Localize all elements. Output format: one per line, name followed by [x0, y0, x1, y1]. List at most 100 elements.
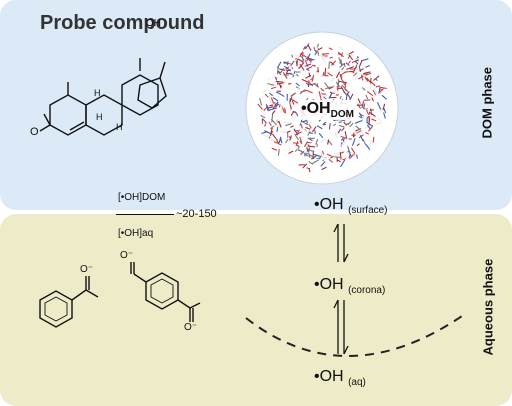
particle-bond [321, 150, 325, 155]
particle-bond [308, 124, 312, 129]
particle-bond [370, 81, 376, 87]
particle-bond [359, 68, 364, 72]
particle-bond [276, 139, 280, 144]
particle-bond [305, 126, 311, 130]
dom-phase-label: DOM phase [479, 66, 495, 139]
particle-bond [296, 144, 300, 148]
particle-bond [366, 115, 371, 119]
particle-bond [307, 130, 311, 136]
particle-bond [377, 88, 384, 94]
particle-bond [271, 147, 278, 151]
particle-bond [279, 68, 285, 74]
particle-bond [280, 106, 283, 113]
particle-bond [362, 138, 366, 145]
particle-bond [322, 57, 327, 64]
particle-bond [308, 167, 311, 173]
particle-bond [366, 90, 374, 97]
particle-bond [268, 106, 274, 109]
steroid-oh-label: OH [146, 18, 161, 29]
particle-bond [308, 154, 316, 159]
particle-bond [320, 161, 326, 167]
particle-bond [327, 84, 335, 90]
particle-bond [339, 80, 347, 84]
particle-bond [311, 74, 315, 82]
particle-bond [288, 82, 292, 85]
particle-bond [283, 120, 290, 124]
particle-bond [277, 143, 280, 149]
particle-bond [340, 135, 348, 140]
particle-bond [340, 138, 346, 141]
particle-bond [282, 128, 288, 134]
particle-bond [307, 145, 316, 148]
particle-bond [339, 46, 345, 51]
particle-bond [305, 82, 310, 86]
particle-bond [278, 120, 282, 128]
particle-bond [372, 89, 377, 96]
particle-bond [382, 103, 386, 111]
particle-bond [365, 131, 369, 135]
particle-bond [305, 89, 313, 94]
particle-bond [290, 100, 293, 105]
particle-bond [348, 153, 355, 160]
particle-bond [283, 62, 291, 65]
particle-bond [355, 61, 359, 65]
particle-bond [268, 121, 272, 126]
particle-bond [354, 119, 363, 124]
particle-bond [371, 97, 375, 102]
equilibrium-arrow-upper [333, 223, 349, 263]
oh-corona-subscript: (corona) [348, 285, 386, 297]
particle-bond [304, 141, 309, 148]
particle-bond [340, 141, 347, 147]
particle-bond [326, 153, 332, 157]
particle-bond [314, 50, 319, 56]
particle-bond [275, 76, 278, 81]
particle-bond [366, 77, 372, 84]
particle-bond [342, 158, 347, 161]
particle-bond [311, 154, 318, 159]
particle-bond [341, 66, 345, 71]
particle-bond [327, 139, 330, 145]
particle-bond [296, 57, 304, 63]
particle-bond [383, 107, 387, 114]
particle-bond [359, 135, 364, 142]
particle-bond [312, 64, 316, 67]
particle-bond [273, 141, 282, 146]
benzoate-o-label: O⁻ [80, 264, 94, 275]
particle-bond [356, 143, 360, 147]
particle-bond [337, 128, 342, 134]
particle-bond [316, 69, 319, 73]
particle-bond [306, 68, 310, 71]
particle-bond [367, 126, 374, 132]
benzoate-structure [39, 276, 99, 328]
particle-bond [307, 80, 310, 88]
particle-bond [355, 125, 361, 130]
particle-bond [270, 125, 275, 130]
particle-bond [275, 91, 281, 95]
particle-bond [346, 92, 352, 100]
particle-bond [264, 93, 269, 98]
particle-bond [301, 51, 305, 55]
particle-bond [365, 108, 372, 113]
particle-bond [333, 156, 342, 158]
particle-bond [270, 118, 277, 126]
particle-bond [300, 123, 303, 129]
ketone-bond [43, 113, 51, 126]
particle-bond [345, 62, 350, 66]
particle-bond [290, 125, 294, 128]
particle-bond [295, 82, 300, 87]
particle-bond [302, 163, 308, 169]
particle-bond [361, 116, 366, 121]
particle-bond [308, 127, 314, 132]
particle-bond [351, 59, 359, 63]
particle-bond [354, 68, 360, 71]
particle-bond [332, 152, 339, 159]
particle-bond [328, 158, 333, 163]
particle-bond [363, 71, 371, 75]
particle-bond [337, 69, 345, 73]
particle-bond [372, 136, 375, 143]
oh-dom-label: •OHDOM [298, 100, 357, 121]
particle-bond [322, 73, 327, 77]
particle-bond [320, 151, 324, 159]
particle-bond [377, 101, 382, 110]
